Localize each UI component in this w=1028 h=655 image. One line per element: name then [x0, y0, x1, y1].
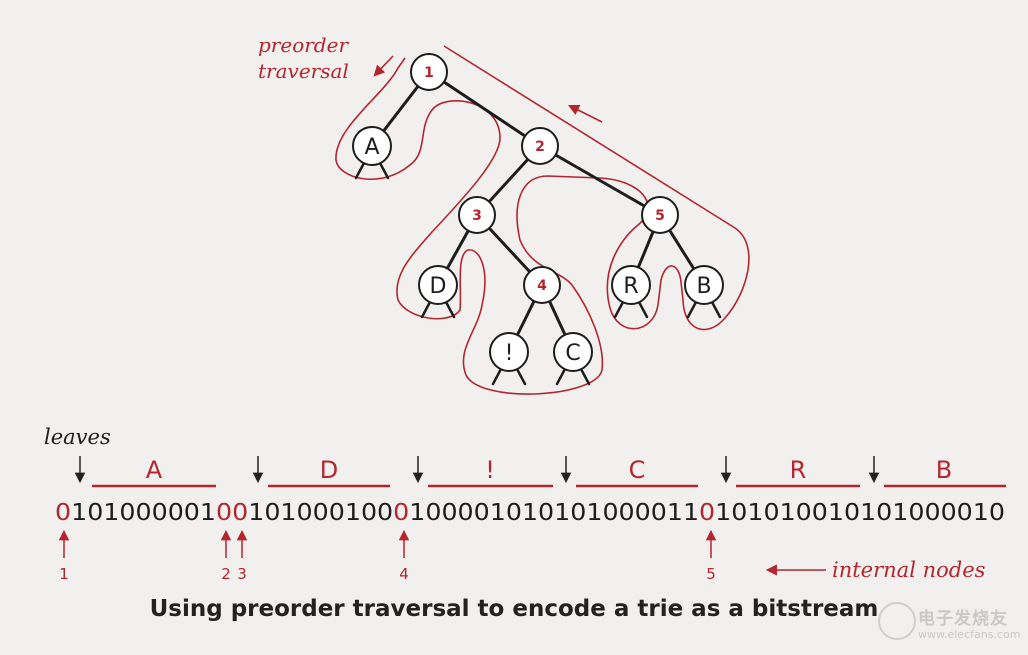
internal-pointer-2: 2 [220, 529, 232, 583]
leaf-node-C-label: C [565, 341, 580, 366]
leaf-node-A-label: A [364, 135, 379, 160]
internal-pointer-4: 4 [398, 529, 410, 583]
bitstream-leaf-R: 101010010 [715, 500, 860, 526]
internal-pointer-3: 3 [236, 529, 248, 583]
bitstream-internal-5: 0 [699, 500, 715, 526]
internal-pointer-3-label: 3 [237, 565, 247, 583]
bitstream-leaf-A: 101000001 [71, 500, 216, 526]
internal-node-3: 3 [458, 196, 496, 234]
internal-node-4: 4 [523, 266, 561, 304]
leaf-D-header-label: D [320, 456, 338, 484]
leaf-R-header: R [720, 456, 860, 488]
leaf-node-B-label: B [696, 274, 711, 299]
leaf-A-header-label: A [146, 456, 163, 484]
bitstream-internal-4: 0 [393, 500, 409, 526]
internal-node-2: 2 [521, 127, 559, 165]
internal-pointer-4-label: 4 [399, 565, 409, 583]
internal-node-1: 1 [410, 53, 448, 91]
leaf-exclamation-header-label: ! [485, 456, 495, 484]
leaf-B-header-label: B [936, 456, 952, 484]
leaf-C-header: C [560, 456, 698, 488]
internal-nodes-label: internal nodes [832, 558, 986, 582]
watermark: 电子发烧友 www.elecfans.com [876, 598, 1020, 648]
bitstream-leaf-C: 101000011 [554, 500, 699, 526]
leaf-node-R: R [611, 265, 651, 305]
internal-node-4-label: 4 [537, 278, 547, 294]
internal-node-3-label: 3 [472, 208, 482, 224]
leaf-A-header: A [74, 456, 216, 488]
leaves-label: leaves [44, 425, 111, 449]
leaf-node-exclamation: ! [489, 332, 529, 372]
leaf-exclamation-header: ! [412, 456, 553, 488]
leaf-node-A: A [352, 126, 392, 166]
leaf-R-header-label: R [790, 456, 807, 484]
watermark-url: www.elecfans.com [918, 628, 1021, 641]
leaf-node-D-label: D [430, 274, 447, 299]
internal-node-2-label: 2 [535, 139, 545, 155]
preorder-label-line2: traversal [258, 59, 349, 83]
internal-pointer-5: 5 [705, 529, 717, 583]
traversal-direction-arrow-left [373, 55, 394, 77]
bitstream-leaf-D: 101000100 [248, 500, 393, 526]
internal-node-5: 5 [641, 196, 679, 234]
leaf-B-header: B [868, 456, 1006, 488]
leaf-C-header-label: C [629, 456, 646, 484]
leaf-node-exclamation-label: ! [505, 341, 514, 366]
bitstream-internal-2-3: 00 [216, 500, 248, 526]
preorder-label-line1: preorder [258, 33, 349, 57]
leaf-D-header: D [252, 456, 390, 488]
watermark-logo-icon [878, 602, 916, 640]
leaf-node-C: C [553, 332, 593, 372]
bitstream-internal-1: 0 [55, 500, 71, 526]
leaf-node-R-label: R [623, 274, 638, 299]
internal-pointer-1-label: 1 [59, 565, 69, 583]
internal-pointer-5-label: 5 [706, 565, 716, 583]
leaf-stubs [354, 161, 722, 386]
internal-node-1-label: 1 [424, 65, 434, 81]
leaf-node-B: B [684, 265, 724, 305]
internal-node-5-label: 5 [655, 208, 665, 224]
bitstream-leaf-exclamation: 100001010 [409, 500, 554, 526]
watermark-name: 电子发烧友 [918, 609, 1008, 629]
bitstream-leaf-B: 101000010 [860, 500, 1005, 526]
traversal-direction-arrow-top [567, 104, 603, 123]
internal-pointer-1: 1 [58, 529, 70, 583]
internal-pointer-2-label: 2 [221, 565, 231, 583]
figure-caption: Using preorder traversal to encode a tri… [149, 596, 879, 622]
preorder-traversal-path [335, 45, 750, 395]
leaf-node-D: D [418, 265, 458, 305]
